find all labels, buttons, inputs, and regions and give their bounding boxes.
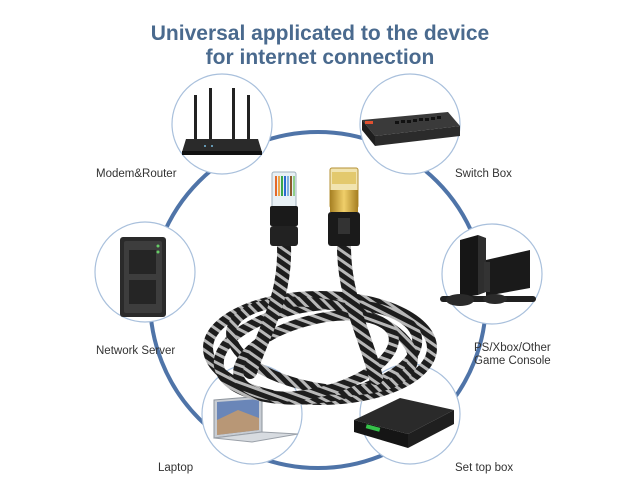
label-modem-router: Modem&Router xyxy=(96,168,177,180)
label-set-top-box: Set top box xyxy=(455,462,514,474)
server-icon xyxy=(120,237,166,317)
cable-coil xyxy=(203,291,437,405)
router-icon xyxy=(182,88,262,155)
page-title-line-1: Universal applicated to the device xyxy=(150,22,490,45)
label-laptop: Laptop xyxy=(158,462,194,474)
switch-icon xyxy=(362,112,460,146)
page-title-line-2: for internet connection xyxy=(205,46,435,69)
laptop-icon xyxy=(213,395,299,443)
cable-strands xyxy=(243,239,383,385)
rj45-connector-left xyxy=(270,171,298,246)
label-game-console-line-2: Game Console xyxy=(474,355,551,367)
game-console-icon xyxy=(440,235,536,306)
label-network-server: Network Server xyxy=(96,345,176,357)
set-top-box-icon xyxy=(354,398,454,448)
modem-router-circle xyxy=(171,73,273,175)
label-switch-box: Switch Box xyxy=(455,168,512,180)
label-game-console-line-1: PS/Xbox/Other xyxy=(474,342,551,354)
rj45-connector-right xyxy=(328,167,360,246)
